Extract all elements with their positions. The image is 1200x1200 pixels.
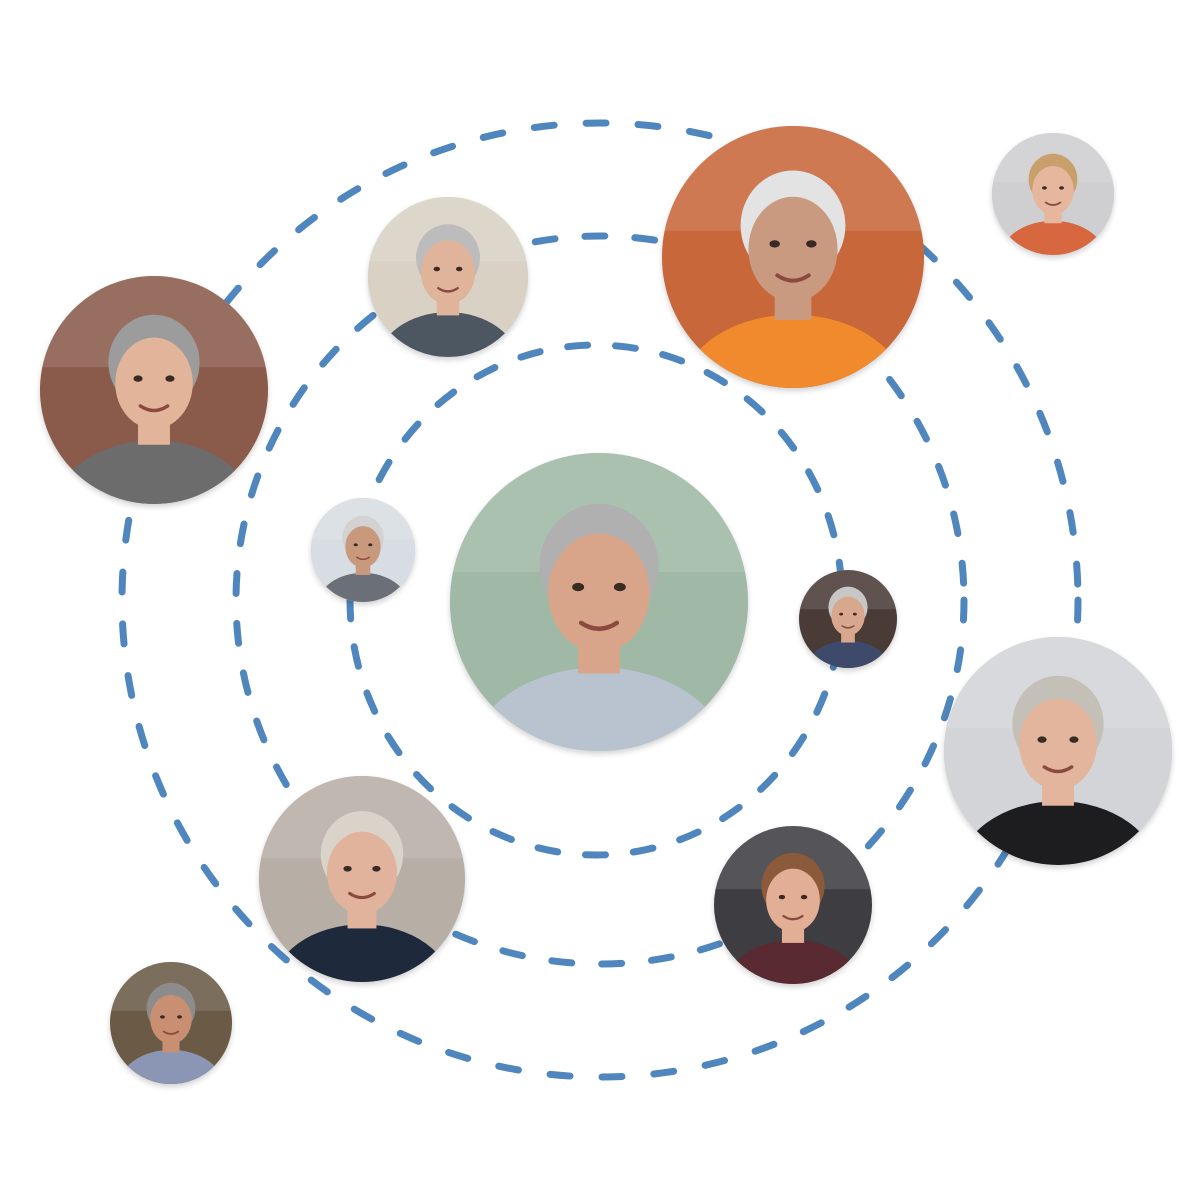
portrait-photo [259,776,465,982]
participant-man-small-left[interactable] [311,498,415,602]
portrait-photo [450,453,748,751]
portrait-photo [799,570,897,668]
portrait-photo [40,276,268,504]
participant-man-orange-shirt-glasses[interactable] [662,126,924,388]
portrait-photo [714,826,872,984]
participant-woman-blonde-top-right[interactable] [992,133,1114,255]
middle-orbit-ring [232,232,968,968]
participant-man-gray-polo[interactable] [368,197,528,357]
participant-woman-glasses-left[interactable] [40,276,268,504]
participant-man-bottom-left[interactable] [110,962,232,1084]
portrait-photo [662,126,924,388]
portrait-photo [110,962,232,1084]
outer-orbit-ring [118,119,1082,1081]
participant-woman-small-right[interactable] [799,570,897,668]
portrait-photo [992,133,1114,255]
portrait-photo [368,197,528,357]
participant-woman-gray-hair-right[interactable] [944,637,1172,865]
participant-center-man-gray-shirt[interactable] [450,453,748,751]
portrait-photo [944,637,1172,865]
participant-woman-car-glasses[interactable] [259,776,465,982]
participant-woman-curly-hair[interactable] [714,826,872,984]
portrait-photo [311,498,415,602]
